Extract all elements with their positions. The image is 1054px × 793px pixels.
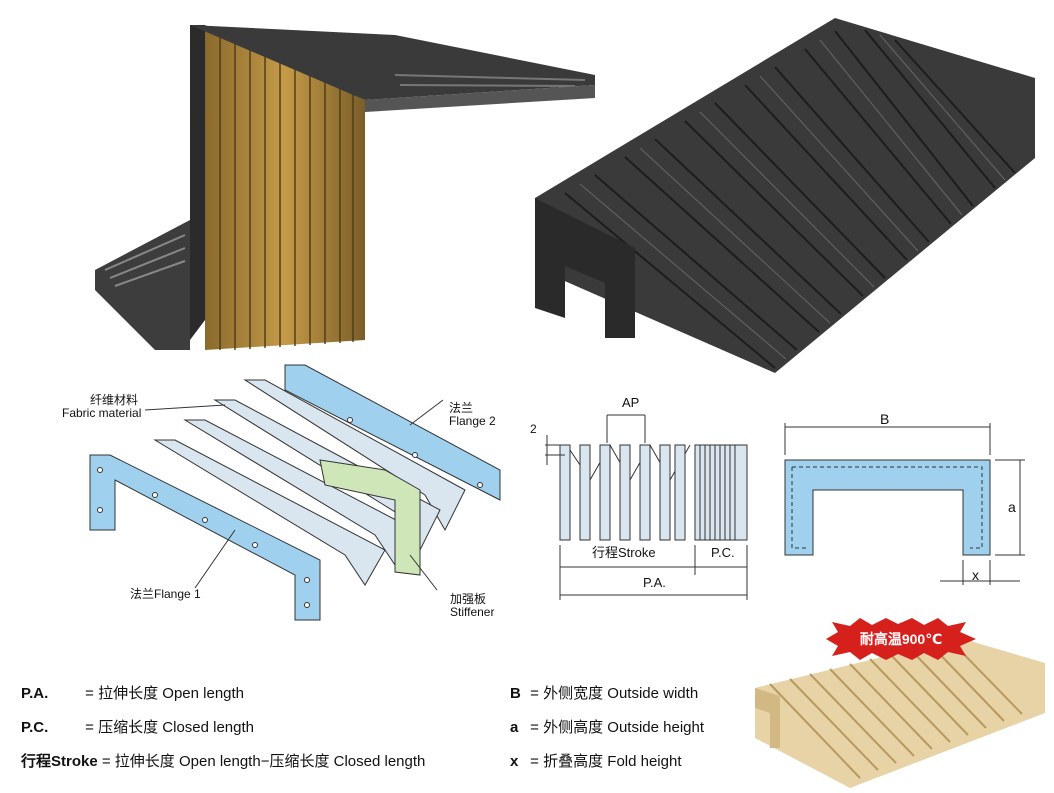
fabric-label-cn: 纤维材料 bbox=[90, 393, 139, 407]
stiffener-label-en: Stiffener bbox=[450, 605, 495, 619]
ap-label: AP bbox=[622, 395, 640, 410]
legend-eq: = bbox=[530, 753, 539, 770]
legend-b: B = 外侧宽度 Outside width bbox=[510, 685, 698, 703]
legend-desc: 拉伸长度 Open length−压缩长度 Closed length bbox=[114, 753, 426, 770]
x-label: x bbox=[972, 567, 979, 583]
photo-bellows-dark bbox=[535, 18, 1035, 373]
pa-label: P.A. bbox=[643, 575, 666, 590]
legend-desc: 压缩长度 Closed length bbox=[98, 719, 255, 736]
flange2-label-cn: 法兰 bbox=[449, 401, 474, 415]
legend-eq: = bbox=[85, 685, 94, 702]
legend-desc: 拉伸长度 Open length bbox=[98, 685, 245, 702]
b-label: B bbox=[880, 411, 890, 427]
heat-badge-shape bbox=[826, 618, 976, 660]
legend-x: x = 折叠高度 Fold height bbox=[510, 753, 682, 771]
legend-eq: = bbox=[530, 719, 539, 736]
stiffener-label-cn: 加强板 bbox=[450, 592, 487, 606]
fabric-label-en: Fabric material bbox=[62, 406, 142, 420]
a-label: a bbox=[1008, 499, 1016, 515]
legend-key: 行程Stroke bbox=[21, 753, 98, 770]
legend-eq: = bbox=[530, 685, 539, 702]
stroke-label: 行程Stroke bbox=[592, 545, 656, 560]
legend-desc: 外侧高度 Outside height bbox=[543, 719, 705, 736]
legend-pc: P.C. = 压缩长度 Closed length bbox=[21, 719, 254, 737]
legend-key: P.A. bbox=[21, 685, 49, 702]
flange-1 bbox=[89, 454, 321, 621]
legend-key: x bbox=[510, 753, 519, 770]
legend-stroke: 行程Stroke = 拉伸长度 Open length−压缩长度 Closed … bbox=[21, 753, 425, 771]
fabric-structure-diagram bbox=[89, 364, 501, 621]
side-view-diagram bbox=[545, 414, 748, 600]
flange1-label: 法兰Flange 1 bbox=[130, 587, 201, 601]
legend-desc: 折叠高度 Fold height bbox=[543, 753, 682, 770]
legend-eq: = bbox=[85, 719, 94, 736]
legend-desc: 外侧宽度 Outside width bbox=[543, 685, 699, 702]
section-shape bbox=[784, 459, 991, 556]
stiffener-plate bbox=[319, 459, 421, 576]
cross-section-diagram bbox=[784, 423, 1025, 585]
flange2-label-en: Flange 2 bbox=[449, 414, 496, 428]
legend-key: a bbox=[510, 719, 519, 736]
legend-key: P.C. bbox=[21, 719, 49, 736]
legend-key: B bbox=[510, 685, 521, 702]
pc-label: P.C. bbox=[711, 545, 735, 560]
flange-2 bbox=[284, 364, 501, 501]
heat-badge-text: 耐高温900℃ bbox=[859, 631, 943, 647]
legend-pa: P.A. = 拉伸长度 Open length bbox=[21, 685, 244, 703]
photo-bellows-golden bbox=[95, 25, 595, 350]
fold-label: 2 bbox=[530, 422, 537, 436]
photo-heat-bellows bbox=[755, 638, 1045, 788]
legend-eq: = bbox=[101, 753, 111, 770]
legend-a: a = 外侧高度 Outside height bbox=[510, 719, 704, 737]
